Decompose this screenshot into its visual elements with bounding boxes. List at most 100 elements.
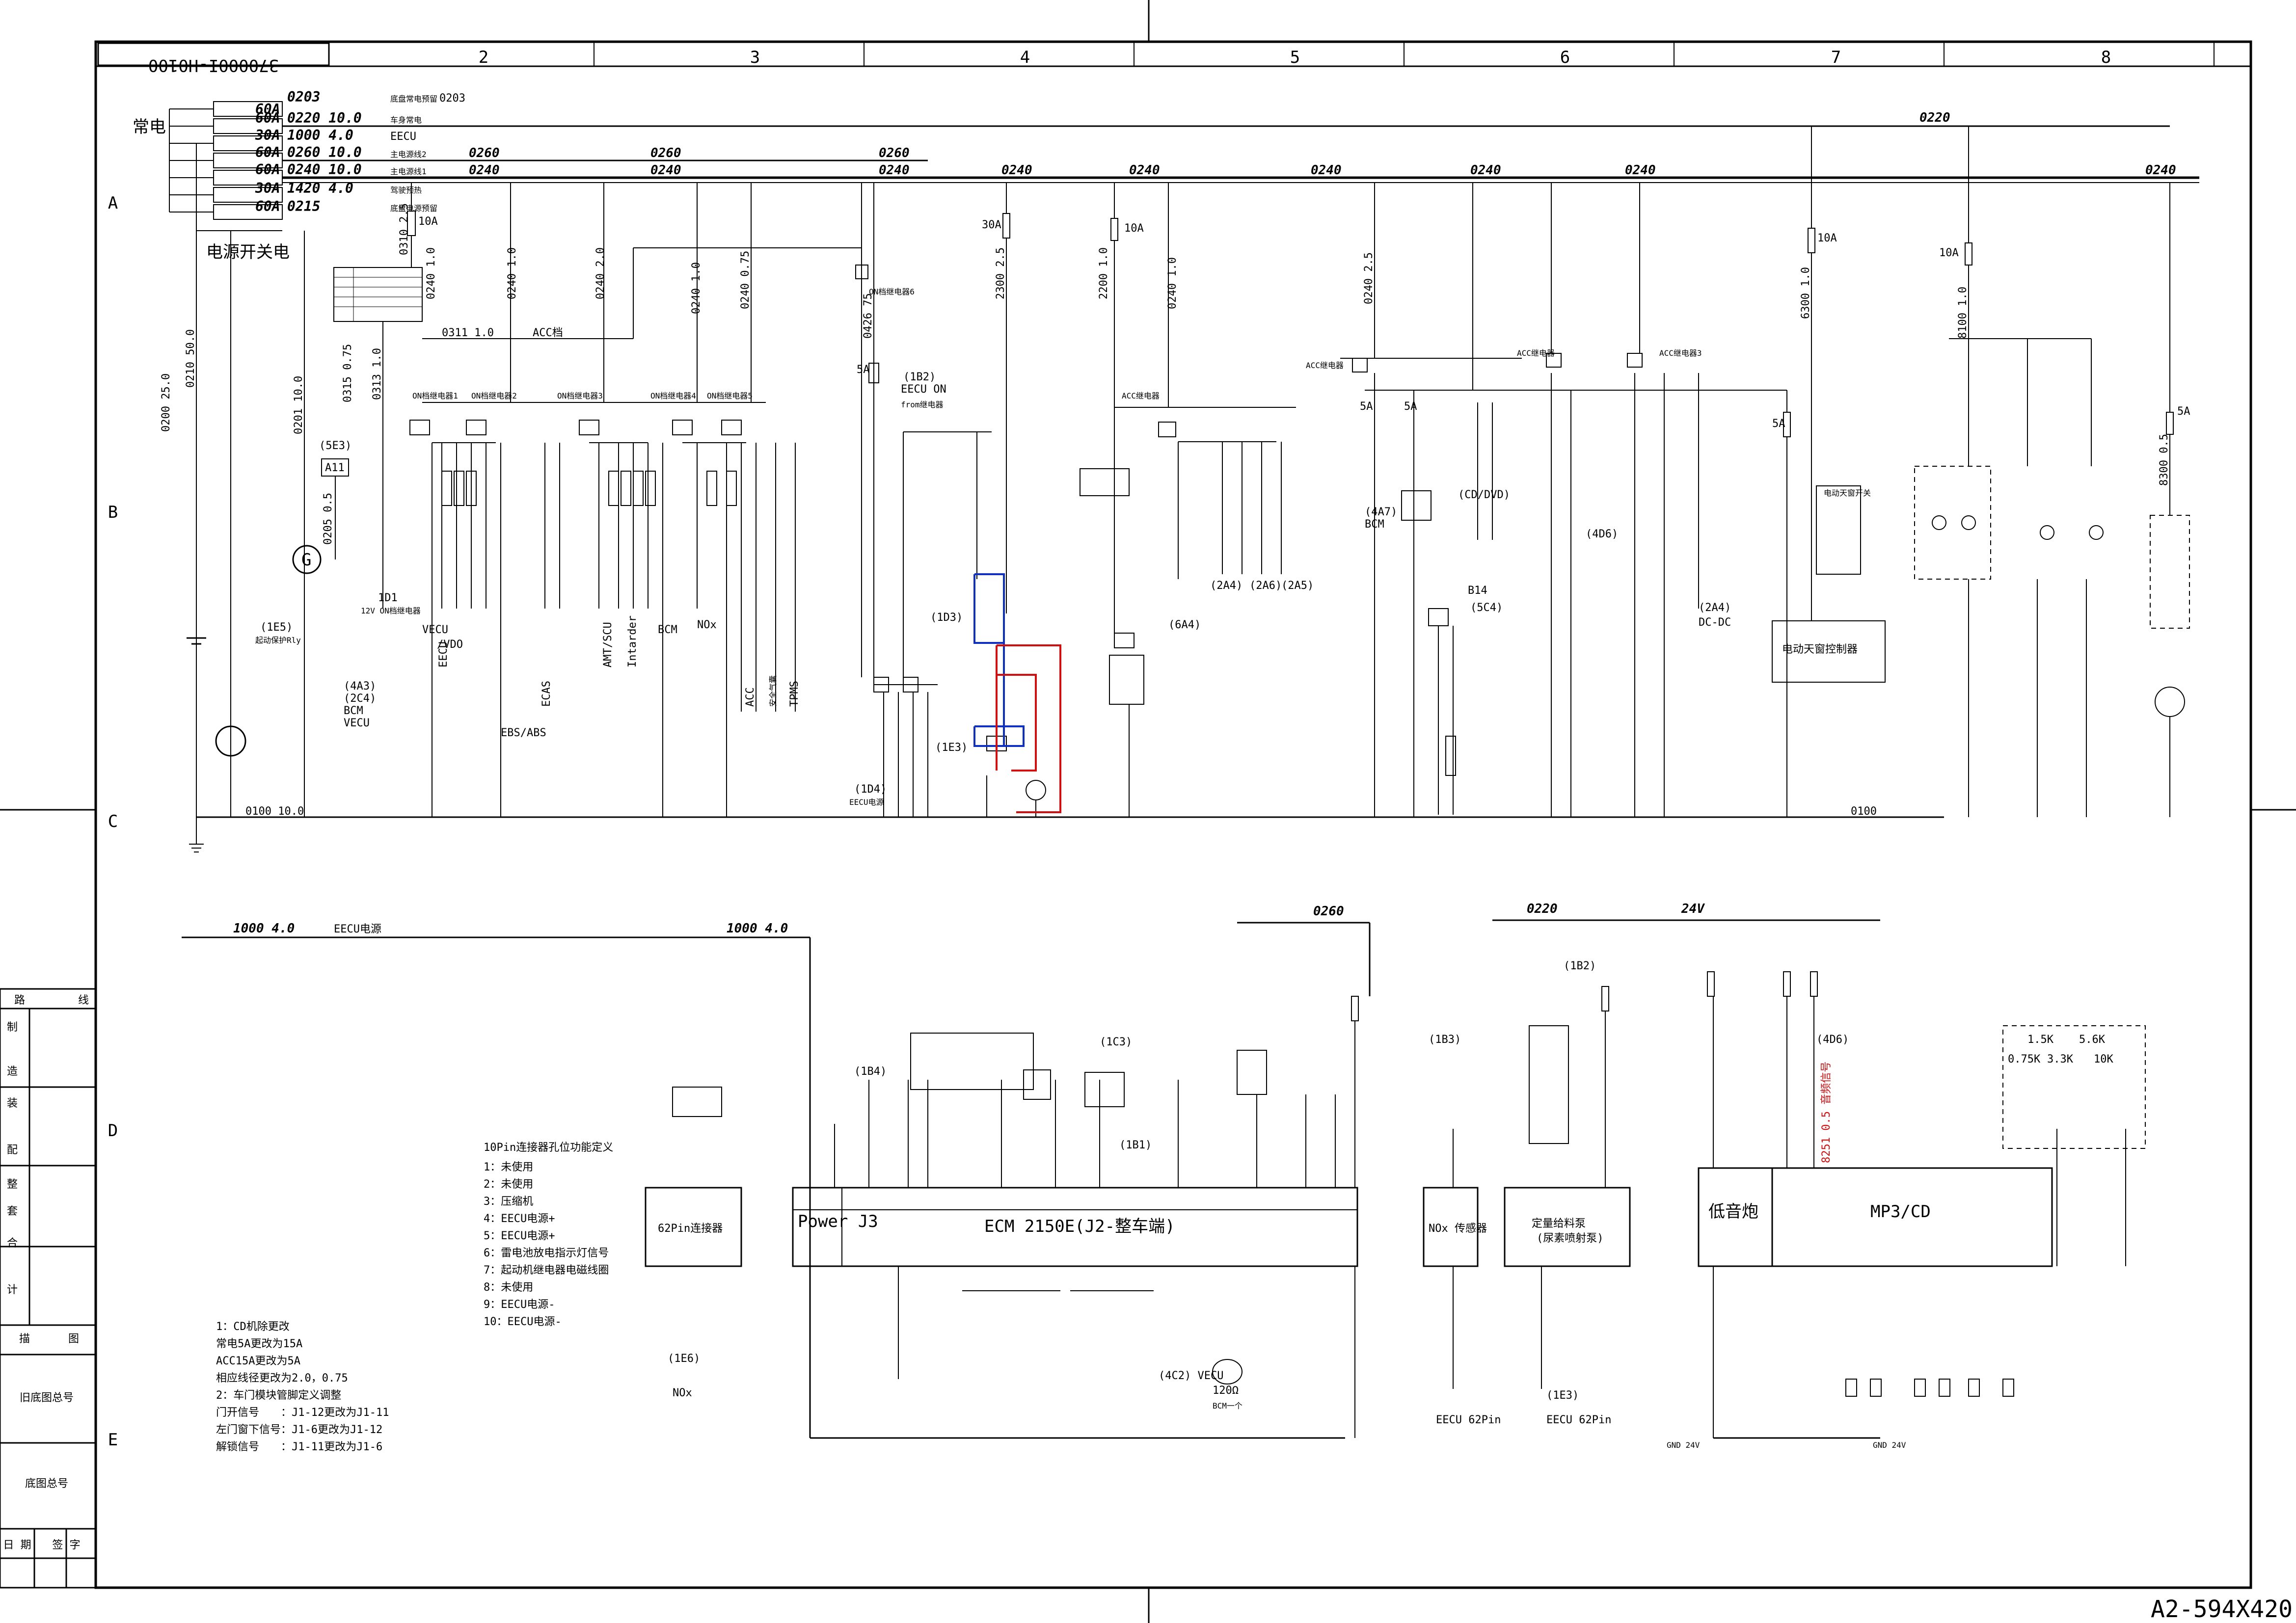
- component-id: 起动保护Rly: [255, 636, 301, 645]
- conn62-label: 62Pin连接器: [658, 1223, 723, 1235]
- pin-item: 1：未使用: [484, 1161, 533, 1173]
- fuse-note: EECU: [390, 131, 416, 143]
- tb-label: 旧底图总号: [20, 1392, 74, 1404]
- system-note: EBS/ABS: [501, 727, 546, 739]
- wire-label: 0240 2.5: [1363, 252, 1375, 304]
- tb-label: 日 期: [3, 1539, 31, 1551]
- fuse-rating-small: 5A: [1772, 418, 1785, 430]
- wire-label: 2200 1.0: [1098, 247, 1110, 299]
- bus-0220-lower: 0220: [1527, 902, 1558, 916]
- wire-label: 0240 1.0: [690, 262, 702, 314]
- fuse-rating: 60A: [255, 198, 280, 214]
- system-note: BCM: [658, 624, 677, 636]
- fuse-note: 底盘常电预留: [390, 94, 437, 104]
- component-id: (1E5): [260, 621, 293, 634]
- component-id: BCM: [1365, 518, 1384, 531]
- wire-label: 0240 1.0: [1166, 257, 1179, 309]
- fuse-note: 驾驶预热: [390, 186, 422, 195]
- termination-label: 120Ω: [1213, 1384, 1239, 1397]
- change-note: 2：车门模块管脚定义调整: [216, 1389, 341, 1402]
- title-block-text: 路 线 制 造 装 配 整 套 合 计 描 图 旧底图总号 底图总号 日 期 签…: [3, 994, 89, 1551]
- a11-label: A11: [325, 462, 345, 474]
- component-id: (2A4): [1699, 602, 1731, 614]
- row-labels: A B C D E: [108, 193, 118, 1450]
- tb-label: 线: [78, 994, 89, 1007]
- wire-label: 0310 2.5: [398, 203, 410, 255]
- drawing-number: 370000I-H0100: [148, 55, 279, 75]
- pin-definition: 10Pin连接器孔位功能定义 1：未使用 2：未使用 3：压缩机 4：EECU电…: [484, 1142, 613, 1328]
- bus-1000: 1000 4.0: [233, 921, 295, 936]
- system-note: ACC: [744, 687, 756, 707]
- wire-label: 0240 1.0: [425, 247, 437, 299]
- lower-id: (1B3): [1429, 1034, 1461, 1046]
- fuse-wire: 0260 10.0: [287, 144, 362, 160]
- gnd-label: GND 24V: [1667, 1440, 1700, 1450]
- wire-label: 0315 0.75: [342, 344, 354, 402]
- system-note: /VDO: [437, 639, 463, 651]
- fuse-rating: 30A: [255, 180, 280, 196]
- pin-item: 9：EECU电源-: [484, 1299, 555, 1311]
- column-label: 8: [2101, 48, 2111, 67]
- gnd-label: GND 24V: [1873, 1440, 1906, 1450]
- highlight-blue: [973, 573, 1025, 747]
- component-id: (4A3): [344, 680, 376, 692]
- system-note: AMT/SCU: [602, 622, 614, 667]
- wire-label: 0313 1.0: [371, 348, 383, 400]
- component-id: (6A4): [1168, 619, 1201, 631]
- fuse-labels: 60A 0203 底盘常电预留 0203 60A 0220 10.0 车身常电 …: [133, 89, 465, 262]
- wire-label: 8300 0.5: [2158, 434, 2170, 486]
- bus-0240: 0240: [1470, 163, 1501, 178]
- fuse-rating-small: 10A: [1939, 247, 1959, 259]
- lower-id: (4D6): [1816, 1034, 1849, 1046]
- eecu-62-label: EECU 62Pin: [1436, 1414, 1501, 1426]
- red-audio-wire: 8251 0.5 音频信号: [1820, 1062, 1833, 1163]
- row-label: A: [108, 193, 118, 213]
- lower-bus-labels: 1000 4.0 EECU电源 1000 4.0 0260 0220 24V: [233, 902, 1705, 936]
- row-label: B: [108, 503, 118, 522]
- on-relay: ON档继电器5: [707, 391, 753, 400]
- fuse-rating: 30A: [255, 127, 280, 143]
- bus-0100: 0100 10.0: [245, 805, 304, 818]
- acc-relay: ACC继电器3: [1659, 348, 1702, 358]
- fuse-rating-small: 5A: [2177, 405, 2190, 418]
- subwoofer-label: 低音炮: [1708, 1202, 1758, 1222]
- resistor-value: 1.5K: [2027, 1034, 2054, 1046]
- acc-relay: ACC继电器: [1517, 348, 1555, 358]
- tb-label: 签 字: [52, 1539, 80, 1551]
- wire-label: 0240 2.0: [594, 247, 607, 299]
- lower-components: [645, 971, 2146, 1438]
- component-id: (5C4): [1470, 602, 1503, 614]
- acc-relay: ACC继电器: [1306, 361, 1344, 370]
- switch-power-label: 电源开关电: [206, 242, 290, 262]
- acc-relay: ACC继电器: [1122, 391, 1160, 400]
- change-note: 1：CD机除更改: [216, 1321, 290, 1333]
- tb-label: 装: [7, 1097, 18, 1110]
- lower-id: (1B4): [854, 1065, 887, 1078]
- row-label: E: [108, 1430, 118, 1450]
- pin-item: 3：压缩机: [484, 1196, 533, 1208]
- title-block: [0, 988, 97, 1589]
- wire-label: 0205 0.5: [322, 493, 334, 545]
- change-note: 相应线径更改为2.0，0.75: [216, 1372, 348, 1384]
- column-label: 6: [1560, 48, 1570, 67]
- row-label: D: [108, 1121, 118, 1141]
- wire-label: 0311 1.0: [442, 327, 494, 339]
- resistor-value: 10K: [2094, 1053, 2113, 1065]
- component-id: (2A6): [1249, 580, 1282, 592]
- fuse-rating-small: 5A: [857, 364, 870, 376]
- tb-label: 路: [14, 994, 25, 1007]
- tb-label: 造: [7, 1065, 18, 1078]
- tb-label: 整: [7, 1178, 18, 1191]
- lower-id: (1B2): [1564, 960, 1596, 972]
- id-5e3: (5E3): [319, 440, 351, 452]
- nox-sensor-label: NOx 传感器: [1429, 1223, 1487, 1235]
- fuse-wire: 1000 4.0: [287, 127, 353, 143]
- change-note: 常电5A更改为15A: [216, 1338, 302, 1350]
- column-label: 2: [479, 48, 488, 67]
- bus-1000: 1000 4.0: [727, 921, 788, 936]
- change-note: 左门窗下信号：J1-6更改为J1-12: [216, 1424, 382, 1436]
- row-label: C: [108, 812, 118, 831]
- change-note: 解锁信号 ：J1-11更改为J1-6: [216, 1441, 382, 1453]
- on-relay: ON档继电器1: [412, 391, 458, 400]
- component-id: (2A5): [1281, 580, 1314, 592]
